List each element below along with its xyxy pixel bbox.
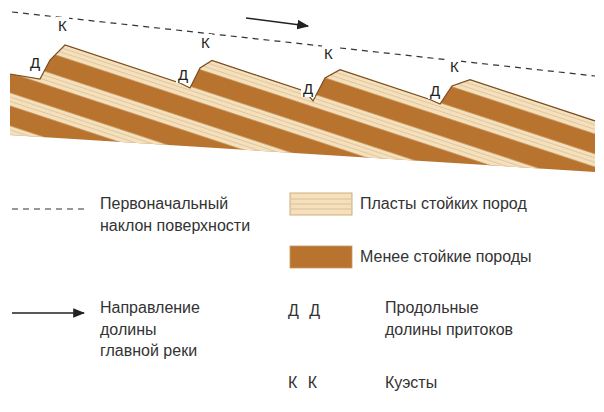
initial-surface-line [12,12,595,76]
resistant-layer [0,189,604,401]
resistant-layer [0,90,604,302]
legend-text: Пласты стойких пород [360,193,596,215]
legend-swatch [290,246,352,268]
landform-letter: К [199,34,212,51]
landform-letter: Д [428,82,442,99]
resistant-layer [0,156,604,368]
resistant-layer [0,0,604,137]
legend-text: Продольные долины притоков [385,297,515,340]
landform-letter: К [56,17,69,34]
legend-text: Направление долины главной реки [100,297,218,362]
surface-profile [10,45,595,121]
legend-text: Первоначальный наклон поверхности [100,193,278,236]
resistant-layer [0,0,604,203]
legend-swatch [290,193,352,215]
landform-letter: Д [28,54,42,71]
resistant-layer [0,57,604,269]
landform-letter: Д [176,66,190,83]
landform-letter: К [322,45,335,62]
landform-letter: Д [301,80,315,97]
resistant-layer [0,0,604,170]
legend-symbol: Д Д [288,300,323,322]
legend-text: Куэсты [385,372,535,394]
legend-text: Менее стойкие породы [360,246,596,268]
resistant-layer [0,123,604,335]
legend-arrow-sample [12,312,84,314]
legend-symbol: К К [288,372,320,394]
resistant-layer [0,222,604,412]
river-direction-arrow [246,18,308,26]
legend-dashed-sample [12,208,86,209]
landform-letter: К [448,58,461,75]
